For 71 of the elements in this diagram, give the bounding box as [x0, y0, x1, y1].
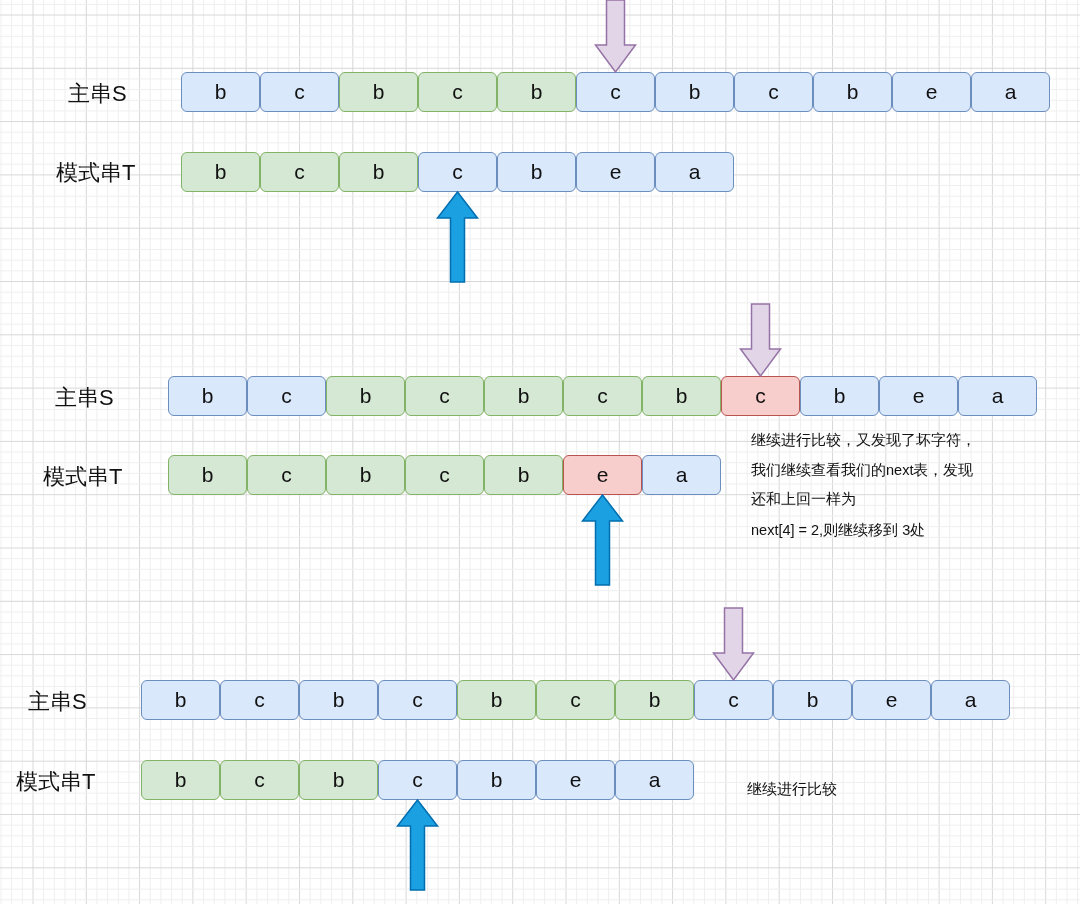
character-box: b [326, 455, 405, 495]
character-box: a [931, 680, 1010, 720]
character-box: e [563, 455, 642, 495]
character-box: c [260, 72, 339, 112]
note-text: next[4] = 2,则继续移到 3处 [751, 521, 926, 540]
character-box: c [721, 376, 800, 416]
character-box: b [497, 72, 576, 112]
character-box: b [339, 152, 418, 192]
note-text: 继续进行比较 [747, 780, 837, 799]
character-box: c [536, 680, 615, 720]
character-box: c [418, 72, 497, 112]
character-box: c [220, 680, 299, 720]
note-text: 继续进行比较，又发现了坏字符， [751, 431, 976, 450]
character-box: c [378, 680, 457, 720]
character-box: a [971, 72, 1050, 112]
character-box: b [141, 680, 220, 720]
row-label: 主串S [55, 384, 114, 412]
block-arrow [580, 493, 625, 586]
character-box: b [168, 376, 247, 416]
character-box: b [457, 680, 536, 720]
character-box: b [655, 72, 734, 112]
character-box: b [615, 680, 694, 720]
row-label: 模式串T [16, 768, 96, 796]
character-box: a [642, 455, 721, 495]
character-box: e [852, 680, 931, 720]
character-box: b [457, 760, 536, 800]
character-box: c [405, 455, 484, 495]
character-box: e [576, 152, 655, 192]
character-box: c [378, 760, 457, 800]
character-box: b [339, 72, 418, 112]
character-box: c [260, 152, 339, 192]
note-text: 还和上回一样为 [751, 490, 856, 509]
character-box: a [615, 760, 694, 800]
character-box: b [299, 760, 378, 800]
note-text: 我们继续查看我们的next表，发现 [751, 461, 974, 480]
character-box: b [181, 72, 260, 112]
block-arrow [395, 798, 440, 891]
character-box: b [484, 455, 563, 495]
character-box: e [536, 760, 615, 800]
character-box: c [247, 376, 326, 416]
character-box: b [168, 455, 247, 495]
character-box: a [655, 152, 734, 192]
character-box: e [892, 72, 971, 112]
character-box: b [773, 680, 852, 720]
block-arrow [739, 303, 782, 378]
character-box: b [484, 376, 563, 416]
row-label: 主串S [68, 80, 127, 108]
block-arrow [594, 0, 637, 74]
block-arrow [712, 607, 755, 682]
character-box: c [694, 680, 773, 720]
character-box: c [576, 72, 655, 112]
character-box: c [247, 455, 326, 495]
character-box: b [813, 72, 892, 112]
character-box: b [181, 152, 260, 192]
character-box: c [220, 760, 299, 800]
character-box: c [418, 152, 497, 192]
character-box: c [734, 72, 813, 112]
character-box: b [497, 152, 576, 192]
character-box: e [879, 376, 958, 416]
row-label: 模式串T [43, 463, 123, 491]
character-box: c [563, 376, 642, 416]
character-box: b [141, 760, 220, 800]
row-label: 模式串T [56, 159, 136, 187]
character-box: b [299, 680, 378, 720]
row-label: 主串S [28, 688, 87, 716]
character-box: c [405, 376, 484, 416]
character-box: a [958, 376, 1037, 416]
character-box: b [800, 376, 879, 416]
block-arrow [435, 190, 480, 283]
character-box: b [642, 376, 721, 416]
character-box: b [326, 376, 405, 416]
